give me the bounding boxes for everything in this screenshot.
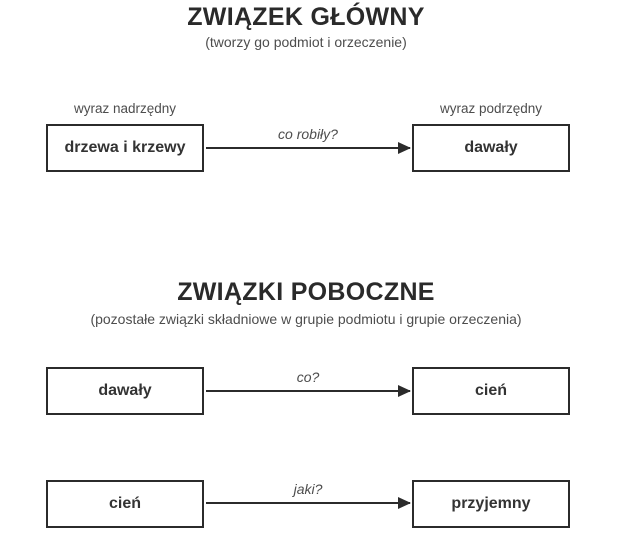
- node-text: dawały: [98, 382, 152, 399]
- node-text: cień: [474, 382, 507, 399]
- node-text: drzewa i krzewy: [64, 139, 186, 156]
- node-cien: cień: [46, 480, 204, 528]
- node-drzewa-i-krzewy: drzewa i krzewy: [46, 124, 204, 172]
- arrow-line: [206, 385, 411, 397]
- arrowhead-icon: [398, 385, 411, 397]
- arrow-line: [206, 497, 411, 509]
- arrow-question-co-robily: co robiły?: [278, 126, 338, 142]
- label-wyraz-podrzedny: wyraz podrzędny: [439, 101, 543, 116]
- node-text: dawały: [464, 139, 518, 156]
- section-title-zwiazki-poboczne: ZWIĄZKI POBOCZNE: [177, 278, 435, 306]
- arrow-question-co: co?: [296, 369, 320, 385]
- node-text: przyjemny: [451, 495, 531, 512]
- arrowhead-icon: [398, 497, 411, 509]
- label-wyraz-nadrzedny: wyraz nadrzędny: [73, 101, 177, 116]
- section-subtitle-zwiazek-glowny: (tworzy go podmiot i orzeczenie): [205, 34, 407, 50]
- node-dawaly: dawały: [46, 367, 204, 415]
- section-title-zwiazek-glowny: ZWIĄZEK GŁÓWNY: [187, 3, 425, 31]
- arrow-question-jaki: jaki?: [293, 481, 323, 497]
- node-text: cień: [108, 495, 141, 512]
- node-dawaly-main: dawały: [412, 124, 570, 172]
- node-przyjemny: przyjemny: [412, 480, 570, 528]
- section-subtitle-zwiazki-poboczne: (pozostałe związki składniowe w grupie p…: [90, 311, 522, 327]
- arrow-line: [206, 142, 411, 154]
- arrowhead-icon: [398, 142, 411, 154]
- node-cien-object: cień: [412, 367, 570, 415]
